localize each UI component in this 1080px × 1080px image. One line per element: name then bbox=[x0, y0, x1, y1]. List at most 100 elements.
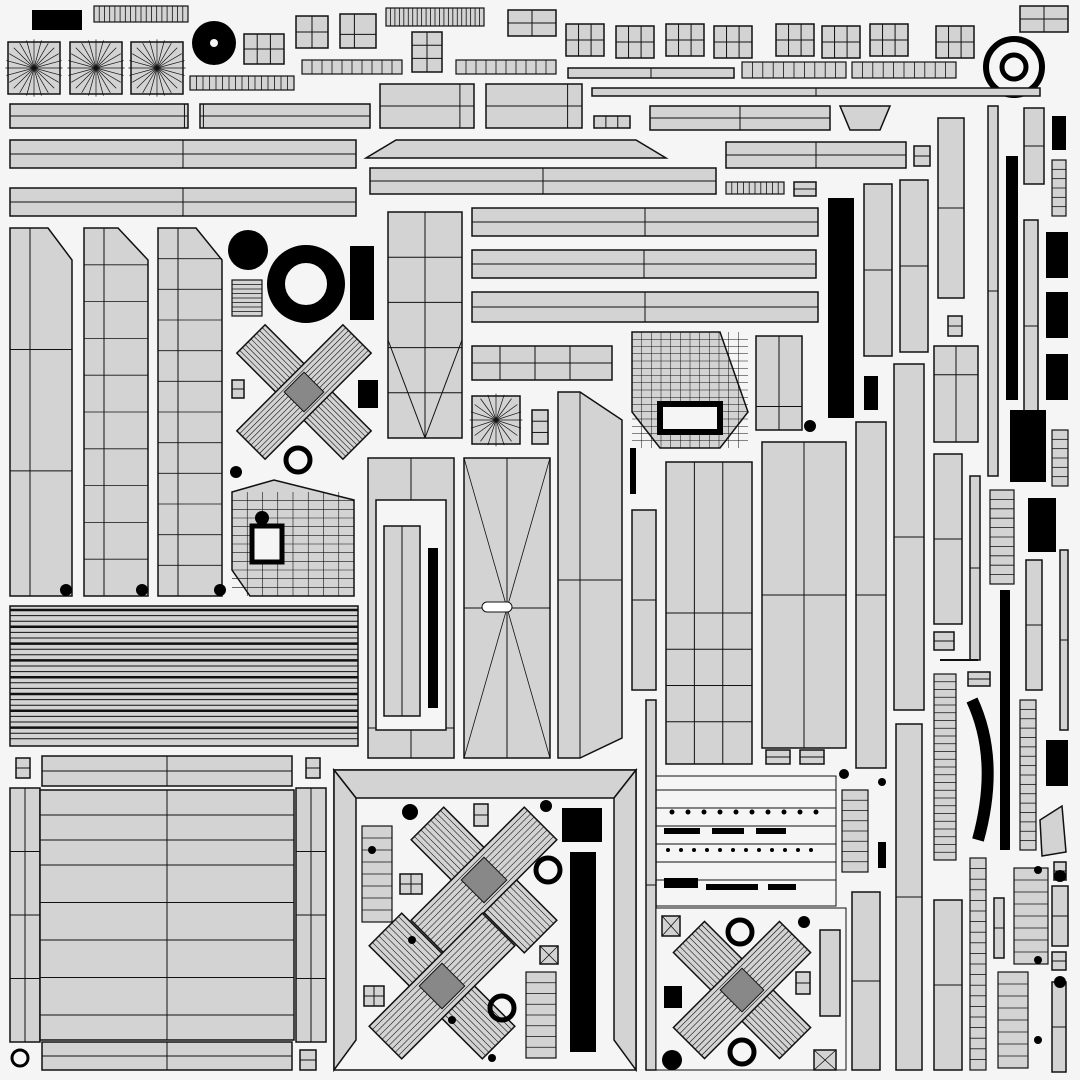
uv-ring bbox=[727, 1037, 757, 1067]
uv-edge bbox=[480, 398, 497, 421]
uv-solid-shell bbox=[350, 246, 374, 320]
uv-island bbox=[593, 115, 631, 129]
uv-dot bbox=[1054, 976, 1066, 988]
uv-island bbox=[332, 769, 638, 799]
uv-dot bbox=[744, 848, 748, 852]
uv-dot bbox=[1034, 866, 1042, 874]
uv-edge bbox=[68, 60, 97, 69]
uv-dot bbox=[804, 420, 816, 432]
uv-edge bbox=[440, 836, 554, 950]
uv-dot bbox=[757, 848, 761, 852]
uv-x-hub bbox=[460, 856, 508, 904]
uv-solid-shell bbox=[358, 380, 378, 408]
uv-edge bbox=[398, 942, 512, 1056]
uv-edge bbox=[487, 394, 497, 421]
uv-solid-shell bbox=[878, 842, 886, 868]
uv-dot bbox=[798, 916, 810, 928]
uv-edge bbox=[33, 53, 59, 69]
uv-edge bbox=[95, 40, 104, 69]
uv-dot bbox=[669, 809, 675, 815]
uv-edge bbox=[75, 67, 97, 89]
uv-edge bbox=[156, 53, 182, 69]
uv-x-shell bbox=[410, 806, 558, 954]
uv-solid-shell bbox=[664, 828, 700, 834]
uv-ring bbox=[533, 855, 563, 885]
uv-dot bbox=[685, 809, 691, 815]
uv-edge bbox=[474, 419, 497, 436]
uv-solid-shell bbox=[664, 878, 698, 888]
uv-dot bbox=[540, 800, 552, 812]
uv-edge bbox=[81, 43, 97, 69]
uv-x-shell bbox=[368, 912, 516, 1060]
uv-solid-shell bbox=[32, 10, 82, 30]
uv-edge bbox=[6, 67, 35, 76]
uv-edge bbox=[71, 53, 97, 69]
uv-edge bbox=[142, 67, 158, 93]
uv-edge bbox=[495, 398, 512, 421]
uv-dot bbox=[701, 809, 707, 815]
uv-edge bbox=[95, 67, 104, 96]
uv-edge bbox=[33, 40, 42, 69]
uv-island bbox=[819, 929, 841, 1017]
uv-dot bbox=[878, 778, 886, 786]
uv-x-shell bbox=[235, 323, 373, 461]
uv-dot bbox=[60, 584, 72, 596]
uv-solid-shell bbox=[828, 198, 854, 418]
uv-x-hub bbox=[719, 967, 765, 1013]
uv-edge bbox=[661, 915, 681, 937]
uv-dot bbox=[679, 848, 683, 852]
uv-dot bbox=[488, 1054, 496, 1062]
uv-edge bbox=[33, 67, 59, 83]
uv-dot bbox=[136, 584, 148, 596]
uv-edge bbox=[539, 945, 559, 965]
uv-solid-shell bbox=[1006, 156, 1018, 400]
uv-edge bbox=[495, 404, 518, 421]
uv-edge bbox=[480, 419, 497, 442]
uv-island bbox=[613, 767, 637, 1073]
uv-edge bbox=[156, 67, 185, 76]
uv-edge bbox=[129, 67, 158, 76]
uv-ring bbox=[999, 52, 1029, 82]
uv-ring bbox=[487, 993, 517, 1023]
uv-edge bbox=[136, 67, 158, 89]
uv-edge bbox=[156, 67, 178, 89]
uv-solid-shell bbox=[966, 697, 994, 842]
uv-ring bbox=[983, 36, 1045, 98]
uv-solid-shell bbox=[1046, 292, 1068, 338]
uv-island bbox=[838, 105, 892, 131]
uv-edge bbox=[19, 67, 35, 93]
uv-island bbox=[1039, 804, 1067, 857]
uv-solid-shell bbox=[1046, 740, 1068, 786]
uv-edge bbox=[129, 60, 158, 69]
uv-dot bbox=[796, 848, 800, 852]
uv-solid-shell bbox=[1028, 498, 1056, 552]
uv-edge bbox=[470, 411, 497, 421]
uv-dot bbox=[718, 848, 722, 852]
uv-edge bbox=[142, 43, 158, 69]
uv-edge bbox=[95, 43, 111, 69]
uv-edge bbox=[6, 60, 35, 69]
uv-ring bbox=[267, 245, 345, 323]
uv-edge bbox=[95, 67, 117, 89]
uv-edge bbox=[387, 339, 426, 439]
uv-dot bbox=[749, 809, 755, 815]
uv-solid-shell bbox=[630, 448, 636, 494]
uv-edge bbox=[71, 67, 97, 83]
uv-edge bbox=[156, 60, 185, 69]
uv-solid-shell bbox=[664, 986, 682, 1008]
uv-edge bbox=[495, 419, 522, 429]
uv-island bbox=[9, 227, 73, 597]
uv-edge bbox=[33, 47, 55, 69]
uv-solid-shell bbox=[768, 884, 796, 890]
uv-edge bbox=[149, 67, 158, 96]
uv-dot bbox=[1034, 956, 1042, 964]
uv-edge bbox=[156, 67, 165, 96]
uv-ring bbox=[283, 445, 313, 475]
uv-dot bbox=[765, 809, 771, 815]
uv-edge bbox=[239, 327, 346, 434]
uv-solid-shell bbox=[1000, 590, 1010, 850]
uv-edge bbox=[75, 47, 97, 69]
uv-dot bbox=[797, 809, 803, 815]
uv-island bbox=[531, 409, 549, 445]
